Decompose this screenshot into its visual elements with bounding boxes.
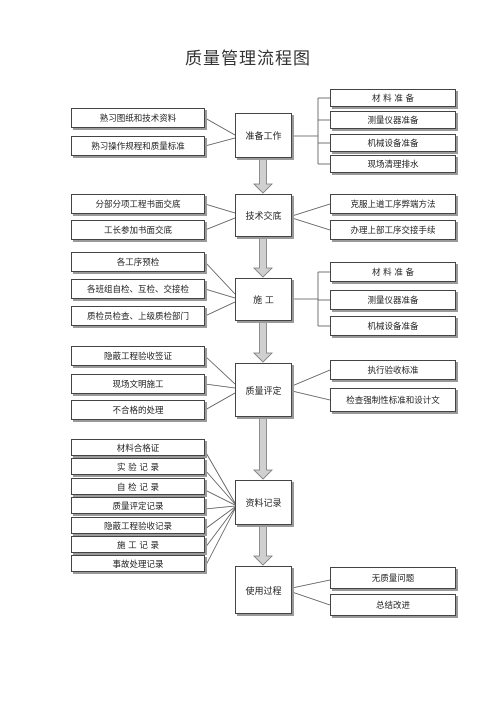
prepare-right-item: 机械设备准备	[330, 134, 456, 152]
records-left-item: 材料合格证	[71, 439, 205, 456]
construction-left-item: 各工序预检	[71, 252, 205, 272]
records-left-item: 事故处理记录	[71, 555, 205, 572]
prepare-left-item: 熟习操作规程和质量标准	[71, 136, 205, 156]
construction-left-item: 质检员检查、上级质检部门	[71, 306, 205, 326]
records-left-item: 施 工 记 录	[71, 536, 205, 553]
prepare-right-item: 材 料 准 备	[330, 89, 456, 107]
flow-arrows	[253, 157, 273, 566]
usage-right-item: 总结改进	[330, 594, 456, 616]
step-prepare: 准备工作	[235, 113, 292, 158]
assessment-right-item: 执行验收标准	[330, 360, 456, 380]
step-records: 资料记录	[235, 480, 292, 525]
assessment-left-item: 现场文明施工	[71, 374, 205, 394]
branch-lines	[204, 97, 331, 606]
construction-right-item: 机械设备准备	[330, 316, 456, 336]
construction-right-item: 测量仪器准备	[330, 290, 456, 310]
briefing-left-item: 工长参加书面交底	[71, 220, 205, 240]
assessment-right-item: 检查强制性标准和设计文	[330, 388, 456, 412]
records-left-item: 隐蔽工程验收记录	[71, 517, 205, 534]
prepare-right-item: 现场清理排水	[330, 155, 456, 173]
arrow-2	[253, 236, 273, 278]
step-tech-briefing: 技术交底	[235, 194, 292, 237]
step-usage: 使用过程	[235, 566, 292, 614]
usage-right-item: 无质量问题	[330, 567, 456, 589]
briefing-left-item: 分部分项工程书面交底	[71, 194, 205, 214]
page-title: 质量管理流程图	[185, 49, 311, 69]
records-left-item: 质量评定记录	[71, 497, 205, 514]
records-left-item: 自 检 记 录	[71, 478, 205, 495]
arrow-4	[253, 416, 273, 480]
prepare-left-item: 熟习图纸和技术资料	[71, 108, 205, 128]
construction-left-item: 各班组自检、互检、交接检	[71, 279, 205, 299]
step-construction: 施 工	[235, 278, 292, 321]
assessment-left-item: 隐蔽工程验收签证	[71, 346, 205, 366]
arrow-1	[253, 157, 273, 194]
arrow-3	[253, 320, 273, 363]
briefing-right-item: 克服上道工序弊端方法	[330, 194, 456, 214]
records-left-item: 实 验 记 录	[71, 458, 205, 475]
step-quality-assessment: 质量评定	[235, 363, 292, 417]
arrow-5	[253, 524, 273, 566]
briefing-right-item: 办理上部工序交接手续	[330, 220, 456, 240]
assessment-left-item: 不合格的处理	[71, 400, 205, 420]
prepare-right-item: 测量仪器准备	[330, 111, 456, 129]
construction-right-item: 材 料 准 备	[330, 262, 456, 282]
